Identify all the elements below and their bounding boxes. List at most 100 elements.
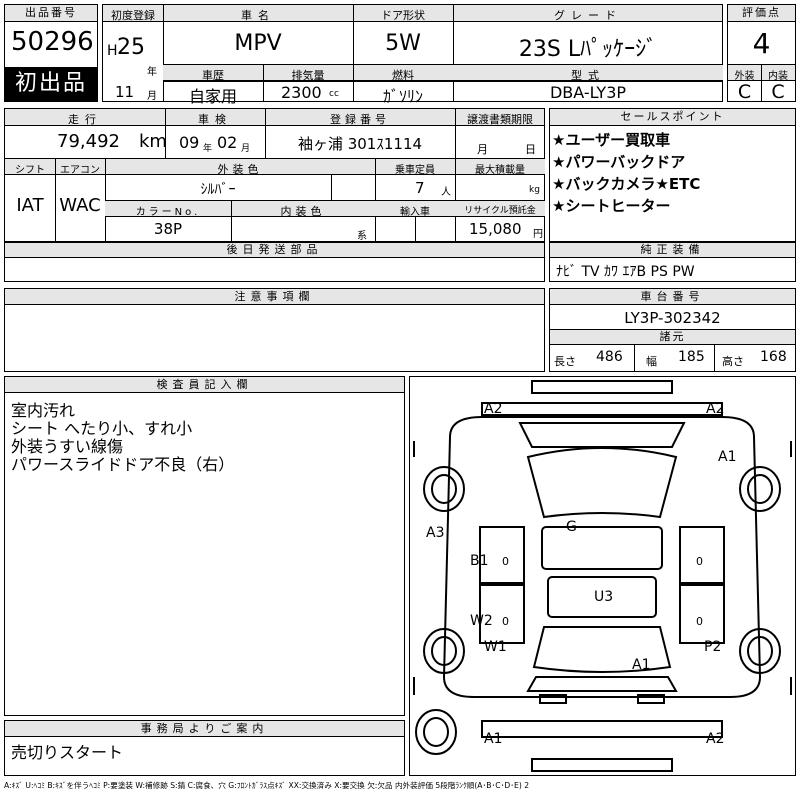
parts-label: 後日発送部品 [5,243,544,258]
inspection-month: 02 [217,133,238,152]
damage-mark: A2 [484,401,503,417]
year-unit: 年 [147,67,157,78]
displacement: 2300 [281,83,322,102]
max-load-unit: kg [529,185,540,195]
score-label: 評価点 [728,5,795,22]
damage-mark: G [566,519,577,535]
history: 自家用 [188,87,237,106]
height-label: 高さ [722,355,744,368]
inspector-note: パワースライドドア不良（右） [11,455,235,474]
body-color-label: 外装色 [217,163,263,176]
inspector-note: 外装うすい線傷 [11,437,124,456]
displacement-unit: cc [329,89,339,99]
zero-mark: 0 [696,615,703,628]
interior-color-label: 内装色 [280,205,326,218]
length-label: 長さ [554,355,576,368]
model-label: 型式 [571,69,605,82]
zero-mark: 0 [502,615,509,628]
vehicle-header-box: 初度登録 車名 ドア形状 グレード 車歴 排気量 燃料 型式 H 25 年 11… [102,4,723,106]
damage-mark: A1 [718,449,737,465]
first-reg-month: 11 [115,83,135,101]
sales-points-box: セールスポイント ★ユーザー買取車 ★パワーバックドア ★バックカメラ★ETC … [549,108,796,242]
first-reg-year: 25 [117,35,145,60]
equipment: ﾅﾋﾞ TV ｶﾜ ｴｱB PS PW [556,264,695,280]
exterior-label: 外装 [734,71,755,82]
score-box: 評価点 4 外装 内装 C C [727,4,796,103]
max-load-label: 最大積載量 [475,165,525,176]
grade: 23S Lﾊﾟｯｹｰｼﾞ [518,37,658,62]
transfer-deadline-label: 譲渡書類期限 [467,113,533,126]
capacity-label: 乗車定員 [395,165,435,176]
inspector-note: シート へたり小、すれ小 [11,419,193,438]
damage-mark: W1 [484,639,507,655]
width-label: 幅 [646,355,657,368]
first-reg-label: 初度登録 [111,9,155,22]
notes-label: 注意事項欄 [5,289,544,305]
ac-label: エアコン [60,165,100,176]
inspection-label: 車検 [198,113,232,126]
chassis-box: 車台番号 LY3P-302342 諸元 長さ 486 幅 185 高さ 168 [549,288,796,372]
office-label: 事務局よりご案内 [5,721,404,737]
zero-mark: 0 [502,555,509,568]
recycle-fee-unit: 円 [533,229,543,240]
inspector-label: 検査員記入欄 [5,377,404,393]
sales-point: ★ユーザー買取車 [552,131,671,149]
color-number: 38P [153,220,183,238]
equipment-label: 純正装備 [550,243,795,258]
notes-box: 注意事項欄 [4,288,545,372]
office-box: 事務局よりご案内 売切りスタート [4,720,405,776]
spec-box: 走行 車検 登録番号 譲渡書類期限 79,492 km 09 年 02 月 袖ヶ… [4,108,545,243]
mileage-label: 走行 [68,113,102,126]
damage-mark: A1 [632,657,651,673]
damage-mark: P2 [704,639,722,655]
height: 168 [760,349,787,365]
chassis-number: LY3P-302342 [624,309,721,327]
inspector-box: 検査員記入欄 室内汚れ シート へたり小、すれ小 外装うすい線傷 パワースライド… [4,376,405,716]
sales-points-label: セールスポイント [550,109,795,126]
fuel-label: 燃料 [392,69,414,82]
interior-grade: C [771,81,785,103]
grade-label: グレード [554,9,622,22]
transfer-month-unit: 月 [477,143,488,156]
shift-label: シフト [15,165,45,176]
import-label: 輸入車 [400,207,430,218]
width: 185 [678,349,705,365]
damage-mark: A2 [706,401,725,417]
fuel: ｶﾞｿﾘﾝ [382,87,423,106]
inspection-year-unit: 年 [203,144,213,154]
lot-number: 50296 [11,27,94,57]
office-message: 売切りスタート [11,743,124,762]
body-color: ｼﾙﾊﾞｰ [200,182,236,198]
damage-diagram: A2 A2 A1 A3 G B1 U3 W2 W1 P2 A1 A1 A2 0 … [409,376,796,776]
sales-point: ★パワーバックドア [552,153,686,171]
history-label: 車歴 [202,69,224,82]
recycle-label: リサイクル預託金 [464,206,536,216]
zero-mark: 0 [696,555,703,568]
lot-number-box: 出品番号 50296 初出品 [4,4,98,102]
seats-unit: 人 [441,187,451,198]
damage-mark: B1 [470,553,489,569]
displacement-label: 排気量 [291,69,325,82]
damage-mark: A1 [484,731,503,747]
inspection-month-unit: 月 [241,144,251,154]
interior-color-unit: 系 [357,231,367,242]
seats: 7 [415,179,425,197]
model-code: DBA-LY3P [549,83,627,102]
lot-number-label: 出品番号 [5,5,97,22]
damage-mark: W2 [470,613,493,629]
inspector-note: 室内汚れ [11,401,76,420]
damage-mark: A2 [706,731,725,747]
transfer-day-unit: 日 [525,143,536,156]
car-name-label: 車名 [241,9,275,22]
sales-point: ★シートヒーター [552,197,671,215]
door-label: ドア形状 [381,9,425,22]
parts-box: 後日発送部品 [4,242,545,282]
shift: IAT [16,195,44,216]
first-listing-badge: 初出品 [5,67,97,101]
mileage: 79,492 [57,131,120,152]
era: H [107,43,118,59]
car-name: MPV [234,31,282,56]
air-conditioner: WAC [59,195,101,216]
exterior-grade: C [737,81,752,103]
score: 4 [752,27,771,60]
